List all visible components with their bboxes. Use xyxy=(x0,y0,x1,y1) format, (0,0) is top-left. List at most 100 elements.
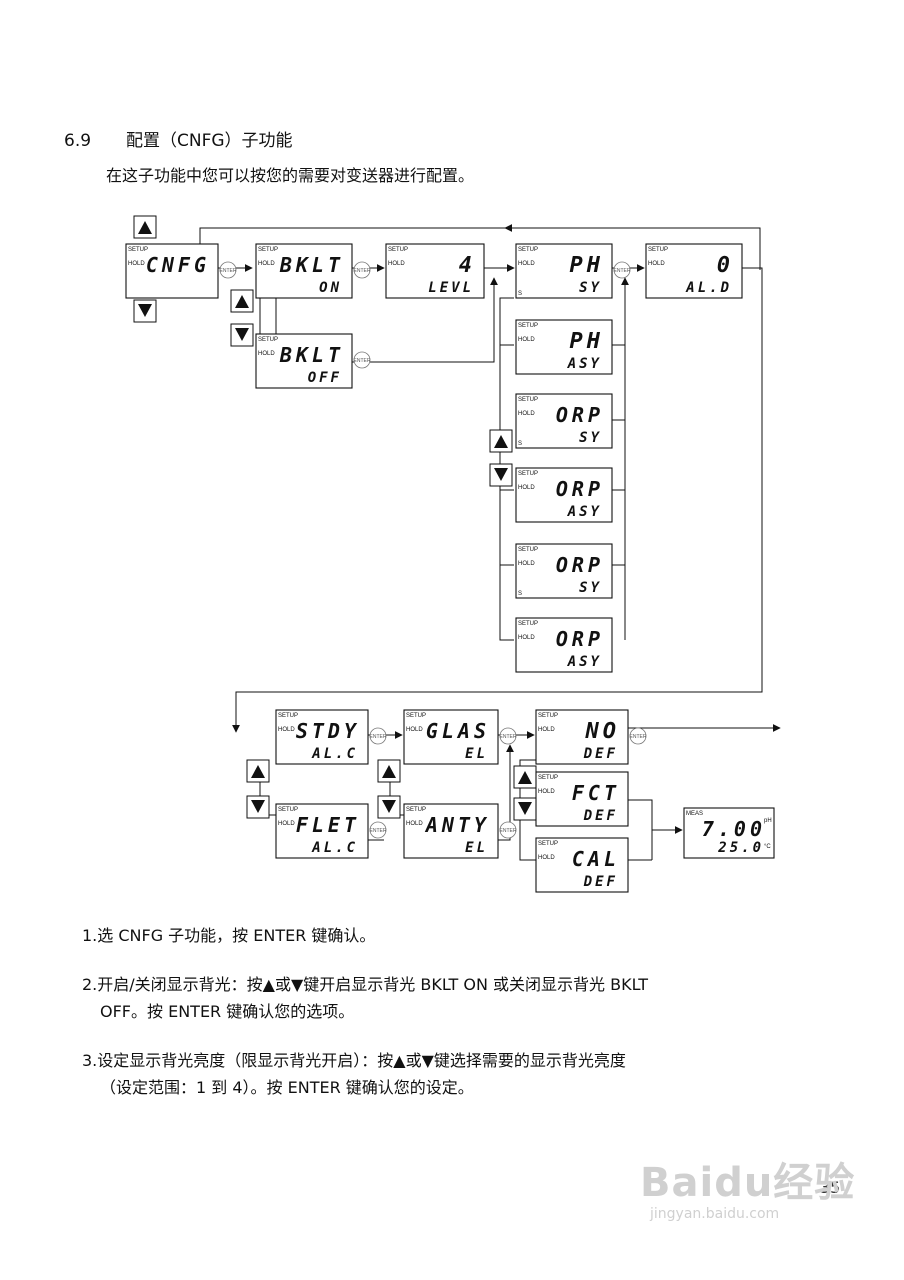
lcd-bottom-text: SY xyxy=(579,580,602,596)
enter-key-icon xyxy=(369,821,387,839)
hold-label: HOLD xyxy=(518,261,535,267)
step-3: 3.设定显示背光亮度（限显示背光开启）：按▲或▼键选择需要的显示背光亮度 （设定… xyxy=(82,1051,626,1097)
enter-key-icon xyxy=(369,727,387,745)
hold-label: HOLD xyxy=(406,821,423,827)
lcd-bottom-text: ON xyxy=(319,280,342,296)
enter-key-label: ENTER xyxy=(500,734,517,740)
lcd-bklt-on: SETUP HOLD BKLT ON ENTER xyxy=(255,243,371,299)
lcd-top-text: ORP xyxy=(556,403,604,427)
lcd-top-text: BKLT xyxy=(279,343,344,367)
lcd-top-text: BKLT xyxy=(279,253,344,277)
hold-label: HOLD xyxy=(538,727,555,733)
lcd-bottom-text: DEF xyxy=(583,808,618,824)
lcd-bottom-text: EL xyxy=(465,840,488,856)
instruction-steps: 1.选 CNFG 子功能，按 ENTER 键确认。 2.开启/关闭显示背光：按▲… xyxy=(82,922,842,1123)
enter-key-icon xyxy=(613,261,631,279)
lcd-bottom-text: AL.C xyxy=(311,840,358,856)
lcd-bottom-text: ASY xyxy=(567,654,602,670)
enter-key-icon xyxy=(219,261,237,279)
lcd-top-text: GLAS xyxy=(426,719,490,743)
lcd-bottom-text: 25.0 xyxy=(717,840,764,856)
setup-label: SETUP xyxy=(278,713,298,719)
hold-label: HOLD xyxy=(128,261,145,267)
setup-label: SETUP xyxy=(258,247,278,253)
setup-label: SETUP xyxy=(128,247,148,253)
hold-label: HOLD xyxy=(538,789,555,795)
ph-unit: pH xyxy=(764,818,772,824)
setup-label: SETUP xyxy=(648,247,668,253)
lcd-top-text: FCT xyxy=(572,781,620,805)
enter-key-icon xyxy=(353,351,371,369)
enter-key-label: ENTER xyxy=(370,828,387,834)
setup-label: SETUP xyxy=(518,323,538,329)
enter-key-label: ENTER xyxy=(370,734,387,740)
lcd-top-text: NO xyxy=(585,719,621,744)
lcd-top-text: 0 xyxy=(717,253,734,278)
hold-label: HOLD xyxy=(258,261,275,267)
setup-label: MEAS xyxy=(686,811,703,817)
lcd-top-text: CAL xyxy=(572,847,620,871)
lcd-bottom-text: AL.C xyxy=(311,746,358,762)
setup-label: SETUP xyxy=(518,547,538,553)
watermark-url: jingyan.baidu.com xyxy=(650,1206,780,1222)
s-label: S xyxy=(518,591,522,597)
lcd-bottom-text: ASY xyxy=(567,504,602,520)
setup-label: SETUP xyxy=(406,807,426,813)
lcd-top-text: ORP xyxy=(556,553,604,577)
hold-label: HOLD xyxy=(518,561,535,567)
hold-label: HOLD xyxy=(538,855,555,861)
lcd-top-text: CNFG xyxy=(146,253,210,277)
hold-label: HOLD xyxy=(648,261,665,267)
setup-label: SETUP xyxy=(518,621,538,627)
key-buttons xyxy=(133,215,537,821)
watermark-logo: Baidu经验 xyxy=(640,1160,856,1206)
lcd-bottom-text: EL xyxy=(465,746,488,762)
lcd-top-text: ANTY xyxy=(424,813,490,837)
hold-label: HOLD xyxy=(388,261,405,267)
lcd-orp-sy-2: SETUP HOLD S ORP SY xyxy=(515,543,613,599)
s-label: S xyxy=(518,291,522,297)
lcd-bottom-text: LEVL xyxy=(428,280,474,296)
setup-label: SETUP xyxy=(518,247,538,253)
lcd-bottom-text: AL.D xyxy=(685,280,732,296)
temp-unit: °C xyxy=(764,844,771,850)
enter-key-label: ENTER xyxy=(220,268,237,274)
lcd-top-text: PH xyxy=(570,253,605,278)
hold-label: HOLD xyxy=(278,821,295,827)
enter-key-icon xyxy=(499,727,517,745)
step-2: 2.开启/关闭显示背光：按▲或▼键开启显示背光 BKLT ON 或关闭显示背光 … xyxy=(82,975,649,1021)
hold-label: HOLD xyxy=(258,351,275,357)
hold-label: HOLD xyxy=(278,727,295,733)
lcd-top-text: STDY xyxy=(296,719,360,743)
hold-label: HOLD xyxy=(518,337,535,343)
lcd-top-text: 7.00 xyxy=(702,817,766,841)
lcd-bottom-text: DEF xyxy=(583,874,618,890)
lcd-top-text: 4 xyxy=(459,253,476,278)
enter-key-label: ENTER xyxy=(500,828,517,834)
lcd-top-text: FLET xyxy=(296,813,360,837)
lcd-bottom-text: SY xyxy=(579,430,602,446)
enter-key-label: ENTER xyxy=(354,268,371,274)
setup-label: SETUP xyxy=(518,397,538,403)
lcd-bottom-text: ASY xyxy=(567,356,602,372)
setup-label: SETUP xyxy=(388,247,408,253)
section-number: 6.9 xyxy=(64,131,92,151)
hold-label: HOLD xyxy=(406,727,423,733)
